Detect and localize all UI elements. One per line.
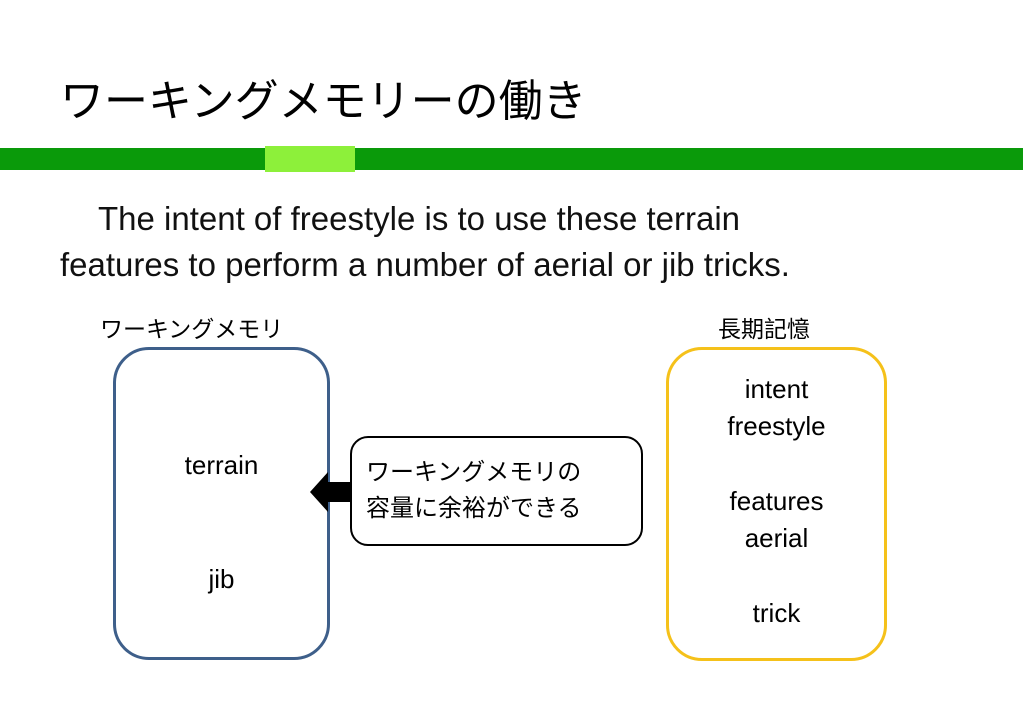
long-term-memory-box: intent freestyle features aerial trick: [666, 347, 887, 661]
long-term-memory-word-features: features: [729, 486, 824, 516]
long-term-memory-word-trick: trick: [752, 598, 801, 628]
long-term-memory-word-freestyle: freestyle: [727, 411, 826, 441]
example-sentence-line-1: The intent of freestyle is to use these …: [98, 200, 741, 237]
title-underline-bar-left: [0, 148, 265, 170]
example-sentence: The intent of freestyle is to use these …: [60, 196, 990, 288]
capacity-note-box: ワーキングメモリの 容量に余裕ができる: [350, 436, 643, 546]
capacity-note-line-1: ワーキングメモリの: [366, 458, 582, 486]
long-term-memory-label: 長期記憶: [718, 317, 810, 343]
capacity-note-line-2: 容量に余裕ができる: [366, 494, 582, 522]
working-memory-word-terrain: terrain: [184, 450, 259, 480]
left-arrow-icon: [310, 472, 350, 512]
working-memory-label: ワーキングメモリ: [100, 317, 284, 343]
working-memory-word-jib: jib: [208, 564, 235, 594]
title-underline-bar-right: [355, 148, 1023, 170]
title-underline-bar-accent: [265, 146, 355, 172]
working-memory-box: terrain jib: [113, 347, 330, 660]
example-sentence-line-2: features to perform a number of aerial o…: [60, 246, 790, 283]
slide-title: ワーキングメモリーの働き: [60, 76, 587, 127]
long-term-memory-word-intent: intent: [744, 374, 809, 404]
long-term-memory-word-aerial: aerial: [744, 523, 809, 553]
